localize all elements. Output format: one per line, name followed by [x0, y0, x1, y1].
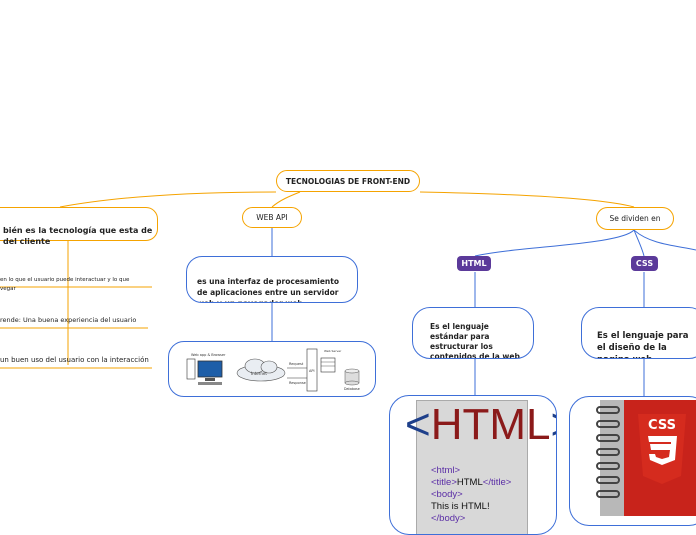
webapi-label: WEB API	[256, 213, 288, 222]
spiral-ring-icon	[596, 476, 620, 484]
html-logo-text: <HTML>	[405, 400, 556, 449]
connector-root-divide	[419, 191, 635, 208]
svg-text:CSS: CSS	[648, 418, 676, 433]
code-line: <body>	[431, 489, 511, 501]
database-label: Database	[344, 387, 360, 391]
css-description-text: Es el lenguaje para el diseño de la pagi…	[597, 331, 689, 358]
html-code-snippet: <html><title>HTML</title><body>This is H…	[431, 465, 511, 525]
code-token: <title>	[431, 477, 457, 488]
internet-label: Internet	[251, 371, 267, 376]
code-token: <body>	[431, 489, 463, 500]
code-token: </body>	[431, 513, 466, 524]
spiral-ring-icon	[596, 490, 620, 498]
html-logo-open-bracket: <	[405, 400, 431, 449]
root-node[interactable]: TECNOLOGIAS DE FRONT-END	[276, 170, 420, 192]
code-line: This is HTML!	[431, 501, 511, 513]
css-badge[interactable]: CSS	[631, 256, 658, 271]
mindmap-connectors	[0, 191, 696, 396]
code-line: </body>	[431, 513, 511, 525]
server-icon	[320, 357, 336, 373]
code-token: <html>	[431, 465, 461, 476]
left-branch-label: bién es la tecnología que esta de del cl…	[3, 226, 153, 246]
cloud-icon	[236, 358, 286, 382]
code-token: This is HTML!	[431, 501, 490, 512]
html-description-text: Es el lenguaje estándar para estructurar…	[430, 322, 520, 359]
left-subitem-2-text: rende: Una buena experiencia del usuario	[0, 316, 137, 324]
webapi-diagram-box[interactable]: Web app & Browser Internet Request Respo…	[168, 341, 376, 397]
divide-node[interactable]: Se dividen en	[596, 207, 674, 230]
client-label: Web app & Browser	[191, 353, 226, 357]
left-branch-node[interactable]: bién es la tecnología que esta de del cl…	[0, 207, 158, 246]
html-logo-close-bracket: >	[550, 400, 556, 449]
code-token: HTML	[456, 477, 483, 488]
css-notebook: CSS	[596, 400, 696, 516]
connector-divide-css	[633, 229, 645, 257]
connector-divide-right	[633, 229, 696, 251]
spiral-ring-icon	[596, 448, 620, 456]
html-badge[interactable]: HTML	[457, 256, 491, 271]
webapi-architecture-diagram: Web app & Browser Internet Request Respo…	[186, 348, 360, 392]
spiral-ring-icon	[596, 434, 620, 442]
html-logo-card: <HTML> <html><title>HTML</title><body>Th…	[405, 400, 556, 534]
html-logo-box[interactable]: <HTML> <html><title>HTML</title><body>Th…	[389, 395, 557, 535]
css-spiral-rings	[596, 406, 622, 510]
code-line: <title>HTML</title>	[431, 477, 511, 489]
connector-root-left	[59, 191, 277, 208]
request-label: Request	[289, 362, 304, 366]
css3-shield-icon: CSS	[638, 414, 686, 484]
computer-icon	[186, 358, 223, 385]
root-label: TECNOLOGIAS DE FRONT-END	[285, 176, 411, 186]
api-block	[306, 348, 318, 392]
connector-root-webapi	[271, 191, 301, 208]
html-description[interactable]: Es el lenguaje estándar para estructurar…	[412, 307, 534, 359]
webapi-node[interactable]: WEB API	[242, 207, 302, 228]
css-logo-box[interactable]: CSS	[569, 396, 696, 526]
webapi-description[interactable]: es una interfaz de procesamiento de apli…	[186, 256, 358, 303]
left-subitem-1[interactable]: en lo que el usuario puede interactuar y…	[0, 267, 129, 294]
left-subitem-3[interactable]: un buen uso del usuario con la interacci…	[0, 356, 149, 365]
html-logo-word: HTML	[430, 400, 551, 449]
left-subitem-2[interactable]: rende: Una buena experiencia del usuario	[0, 316, 136, 325]
database-icon	[344, 368, 360, 386]
response-label: Response	[289, 381, 306, 385]
code-token: </title>	[482, 477, 512, 488]
left-subitem-1-text: en lo que el usuario puede interactuar y…	[0, 277, 130, 292]
left-subitem-3-text: un buen uso del usuario con la interacci…	[0, 356, 149, 364]
connector-divide-html	[474, 229, 635, 257]
webapi-description-text: es una interfaz de procesamiento de apli…	[197, 277, 339, 302]
css-description[interactable]: Es el lenguaje para el diseño de la pagi…	[581, 307, 696, 359]
divide-label: Se dividen en	[609, 214, 661, 223]
spiral-ring-icon	[596, 406, 620, 414]
spiral-ring-icon	[596, 420, 620, 428]
api-label: API	[309, 369, 315, 373]
code-line: <html>	[431, 465, 511, 477]
spiral-ring-icon	[596, 462, 620, 470]
html-badge-label: HTML	[461, 259, 487, 268]
css-badge-label: CSS	[635, 259, 654, 268]
server-label: Web Server	[324, 349, 342, 353]
